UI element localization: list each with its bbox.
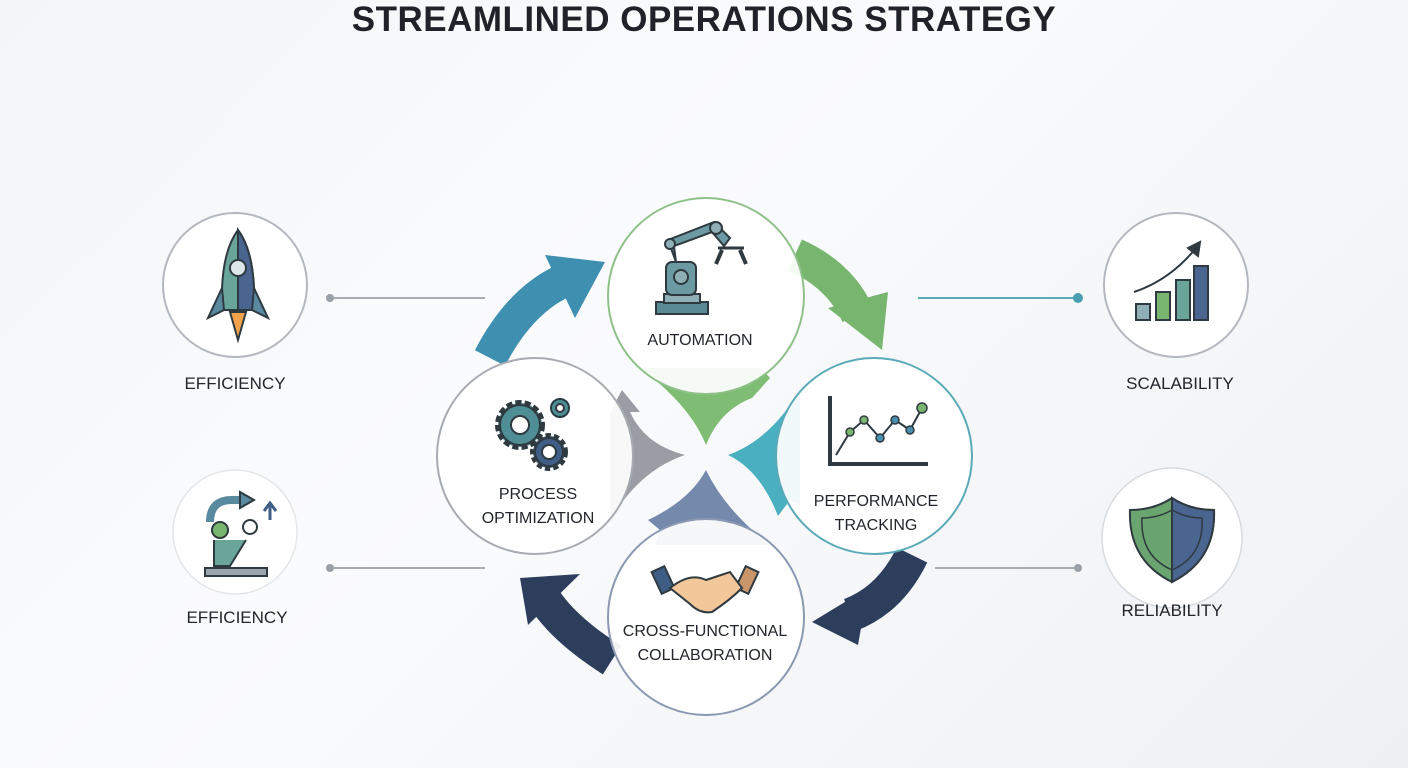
collaboration-label: CROSS-FUNCTIONAL COLLABORATION <box>623 620 787 668</box>
page-title: STREAMLINED OPERATIONS STRATEGY <box>351 0 1057 39</box>
side-label-scalability: SCALABILITY <box>1126 374 1234 393</box>
cycle-arrow-navy-left <box>520 574 622 675</box>
side-label-reliability: RELIABILITY <box>1121 601 1223 620</box>
label-line: PERFORMANCE <box>813 493 939 510</box>
side-label-efficiency: EFFICIENCY <box>184 374 286 393</box>
line-chart-icon <box>828 396 928 466</box>
connector-lines <box>326 293 1083 572</box>
cycle-arrow-green <box>787 239 888 350</box>
shield-icon <box>1128 496 1216 584</box>
circle-automation <box>607 197 805 395</box>
robot-workflow-icon <box>204 490 278 577</box>
cycle-arrow-blue <box>474 255 605 367</box>
label-line: PROCESS <box>498 486 578 503</box>
label-line: CROSS-FUNCTIONAL <box>622 623 788 640</box>
cycle-arrow-navy-right <box>812 547 928 645</box>
rocket-icon <box>205 226 271 344</box>
label-line: TRACKING <box>834 517 918 534</box>
robot-arm-icon <box>655 220 748 315</box>
automation-label: AUTOMATION <box>647 332 753 349</box>
performance-tracking-label: PERFORMANCE TRACKING <box>814 490 938 538</box>
label-line: COLLABORATION <box>637 647 773 664</box>
gears-icon <box>495 398 570 471</box>
label-line: OPTIMIZATION <box>481 510 595 527</box>
side-label-efficiency-2: EFFICIENCY <box>186 608 288 627</box>
circle-collaboration <box>607 518 805 716</box>
growth-bar-chart-icon <box>1133 240 1209 321</box>
handshake-icon <box>650 564 760 614</box>
process-optimization-label: PROCESS OPTIMIZATION <box>482 483 595 531</box>
